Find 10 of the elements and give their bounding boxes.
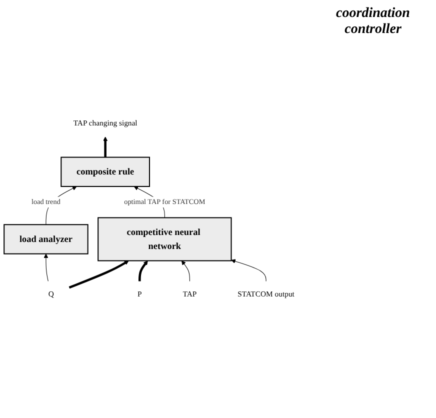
node-box: composite rule: [60, 156, 150, 187]
arrow: [103, 136, 108, 158]
node-box: load analyzer: [4, 224, 88, 254]
arrow: [44, 254, 48, 282]
arrow: [181, 260, 190, 282]
node-box: competitive neural network: [98, 217, 232, 262]
arrow: [231, 259, 266, 282]
controller-heading: coordination controller: [335, 6, 411, 38]
arrow: [68, 260, 129, 289]
arrow: [138, 260, 148, 282]
